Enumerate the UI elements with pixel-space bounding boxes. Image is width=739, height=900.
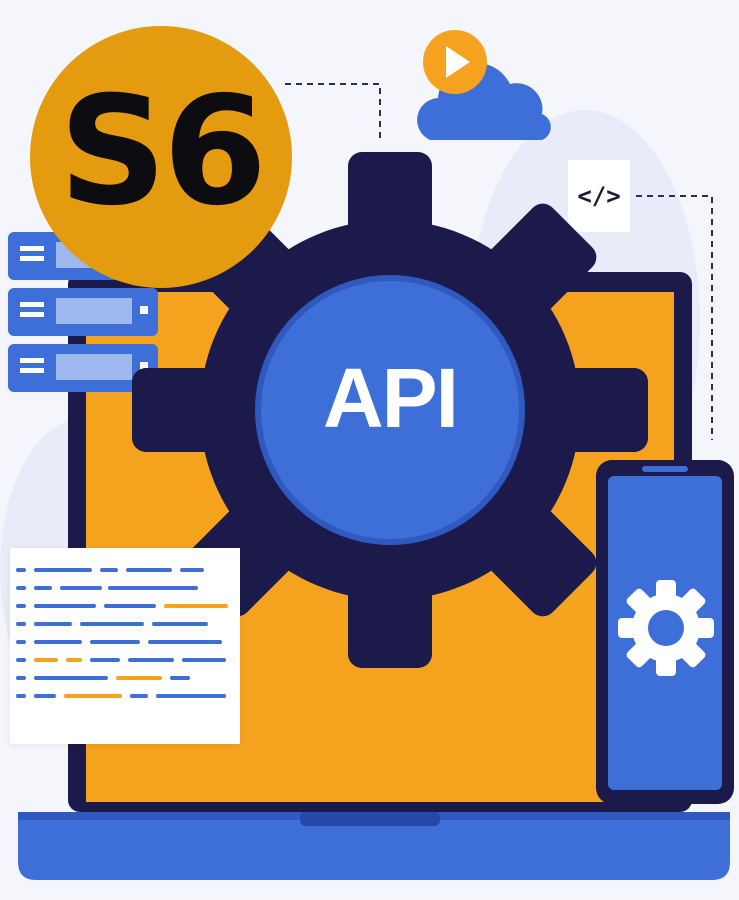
code-tag-label: </>	[577, 182, 621, 210]
s6-badge: S6	[30, 26, 292, 288]
code-tag: </>	[568, 160, 630, 232]
small-gear-icon	[618, 580, 714, 676]
cloud-icon	[417, 30, 551, 140]
api-label: API	[322, 351, 459, 445]
code-lines	[16, 568, 228, 698]
play-icon	[423, 30, 487, 94]
badge-label: S6	[58, 65, 267, 239]
code-panel	[10, 548, 240, 744]
